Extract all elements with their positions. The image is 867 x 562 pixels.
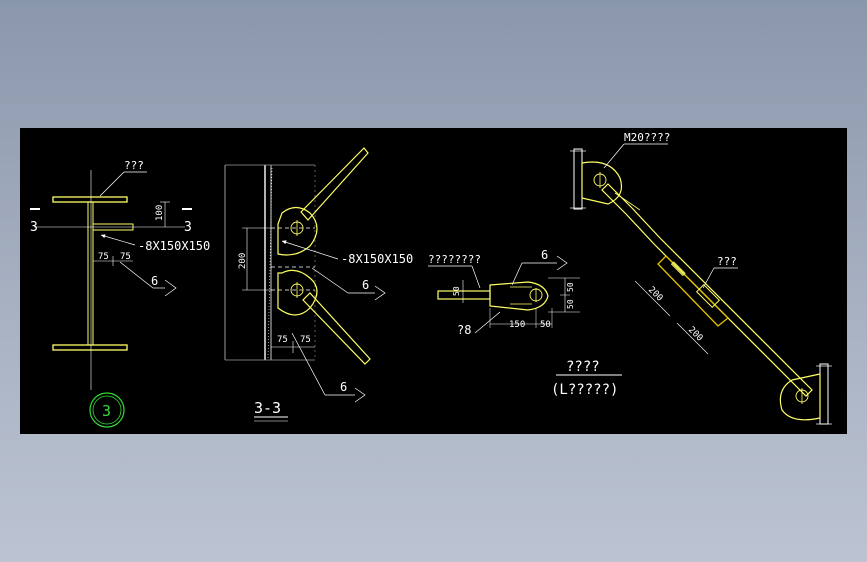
turnbuckle: [657, 255, 729, 327]
section-mark-right: 3: [184, 220, 192, 235]
top-support: [573, 148, 583, 210]
dim-75-left: 75: [98, 252, 109, 262]
tie-rod-elevation: ▦▦▦▦ M20???? ??? 200 200 ???? (L?????): [551, 131, 832, 425]
bottom-clevis: [779, 373, 821, 421]
clevis-rod: [437, 290, 491, 300]
clevis-weld-size: 6: [541, 248, 548, 262]
dim-50-right-lower: 50: [566, 299, 575, 309]
upper-brace: [300, 147, 369, 221]
dim-50-right-upper: 50: [566, 282, 575, 292]
dim-150: 150: [509, 320, 525, 330]
tie-rod: [601, 183, 813, 397]
weld-size: 6: [151, 274, 158, 288]
plate-label: ?8: [457, 323, 471, 337]
tie-rod-subtitle: (L?????): [551, 382, 618, 398]
dim-75-right: 75: [120, 252, 131, 262]
lower-brace: [302, 292, 371, 365]
upper-clevis-plate: [277, 206, 318, 256]
dim-50-bottom: 50: [540, 320, 551, 330]
top-label: ???: [124, 159, 144, 172]
top-flange: [52, 196, 128, 203]
weld-size-lower: 6: [340, 380, 347, 394]
detail-callout-circle: [89, 392, 125, 428]
dim-75-left: 75: [277, 335, 288, 345]
dim-200: 200: [238, 253, 248, 269]
dim-200-lower: 200: [686, 325, 705, 344]
detail-callout-number: 3: [102, 402, 111, 420]
cad-drawing: 3 3 ??? 100 -8X150X150 75 75 6 3: [30, 131, 832, 428]
detail-3: 3 3 ??? 100 -8X150X150 75 75 6 3: [30, 159, 210, 428]
lower-clevis-plate: [277, 269, 318, 316]
clevis-detail: ???????? 6 50 150 50 50 50 ?8: [428, 248, 580, 337]
section-title: 3-3: [254, 399, 281, 417]
turnbuckle-label: ???: [717, 255, 737, 268]
bottom-support: [819, 363, 829, 425]
plate-spec: -8X150X150: [341, 252, 413, 266]
top-clevis: [581, 161, 623, 205]
clevis-label: ????????: [428, 253, 481, 266]
dim-75-right: 75: [300, 335, 311, 345]
bottom-flange: [52, 344, 128, 351]
tie-rod-title: ????: [566, 359, 600, 375]
dim-100: 100: [155, 205, 165, 221]
section-3-3: 200 -8X150X150 6 75 75 6 3-3: [224, 147, 413, 422]
bolt-label: M20????: [624, 131, 670, 144]
dim-50-left: 50: [452, 286, 461, 296]
clevis-plate: [489, 281, 549, 311]
cad-drawing-canvas: 3 3 ??? 100 -8X150X150 75 75 6 3: [20, 128, 847, 434]
weld-size-upper: 6: [362, 278, 369, 292]
section-mark-left: 3: [30, 220, 38, 235]
plate-spec: -8X150X150: [138, 239, 210, 253]
dim-200-upper: 200: [646, 285, 665, 304]
